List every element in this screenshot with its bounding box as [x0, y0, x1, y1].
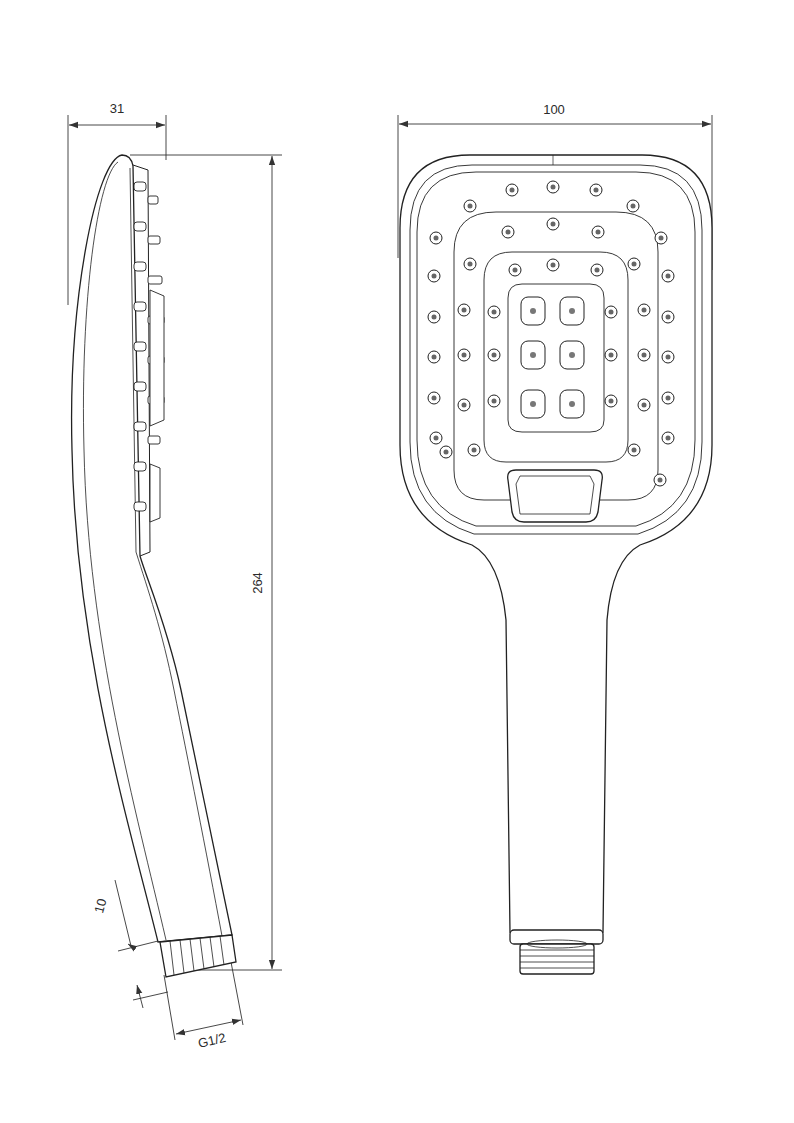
front-view [400, 155, 712, 974]
side-view [72, 155, 236, 977]
dimension-label: G1/2 [195, 1030, 230, 1051]
dimension-label: 10 [92, 895, 111, 917]
dimension-label: 100 [541, 103, 567, 117]
dimension-label: 264 [251, 570, 265, 596]
dimension-label: 31 [108, 102, 126, 116]
dimension-lines [68, 115, 712, 1040]
